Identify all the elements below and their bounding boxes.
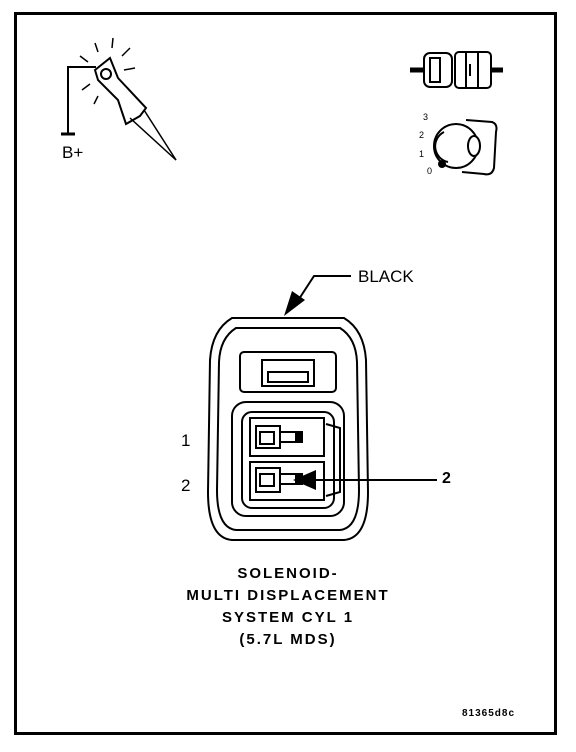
black-leader-line: [284, 275, 351, 316]
caption-line: (5.7L MDS): [239, 631, 337, 648]
ignition-position-label: 3: [423, 112, 429, 122]
ignition-position-label: 1: [419, 149, 425, 159]
connector-color-label: BLACK: [358, 267, 414, 286]
b-plus-label: B+: [62, 143, 84, 162]
cavity-label-1: 1: [181, 431, 191, 450]
ignition-key-icon: [433, 119, 498, 176]
caption-line: SYSTEM CYL 1: [221, 609, 355, 626]
caption-line: SOLENOID-: [237, 565, 339, 582]
figure-id: 81365d8c: [462, 708, 516, 719]
callout-number: 2: [442, 470, 451, 487]
disconnected-connector-icon: [410, 51, 503, 89]
cavity-label-2: 2: [181, 476, 191, 495]
callout-arrow: [293, 470, 437, 490]
test-probe-icon: [61, 37, 177, 161]
ignition-position-label: 2: [419, 130, 425, 140]
ignition-position-label: 0: [427, 166, 433, 176]
caption-line: MULTI DISPLACEMENT: [186, 587, 390, 604]
figure-frame: [14, 12, 557, 735]
connector-caption: SOLENOID- MULTI DISPLACEMENT SYSTEM CYL …: [0, 563, 576, 651]
connector-housing: [206, 317, 370, 541]
